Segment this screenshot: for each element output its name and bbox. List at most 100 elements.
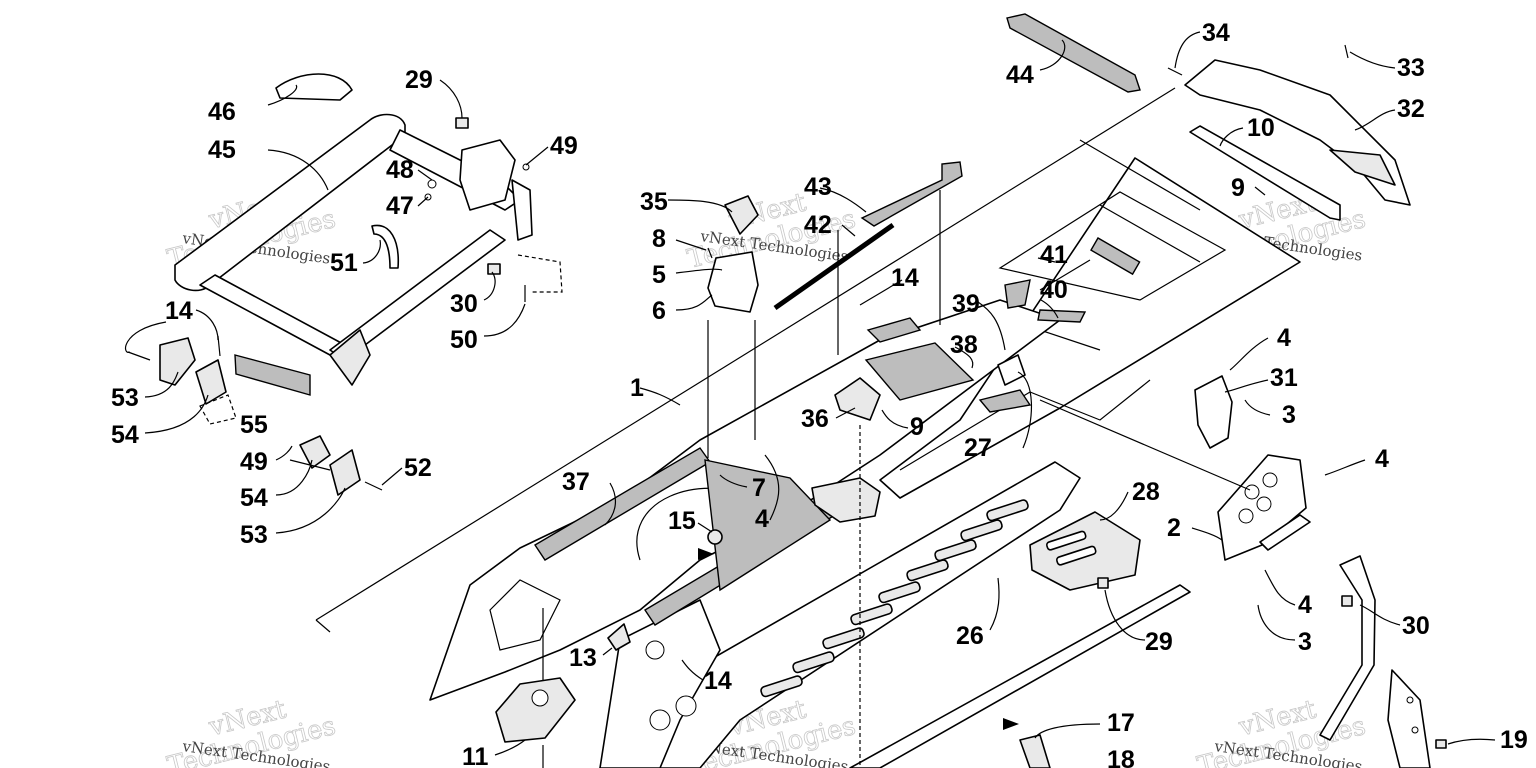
bracket-53-lower <box>329 449 361 496</box>
grab-handle-30 <box>1319 555 1376 741</box>
foam-panel <box>704 459 832 592</box>
callout-3: 3 <box>1298 628 1312 656</box>
callout-41: 41 <box>1040 241 1068 269</box>
bolt-34 <box>1167 67 1183 76</box>
callout-9: 9 <box>910 413 924 441</box>
callout-18: 18 <box>1107 746 1135 768</box>
bolt-14-left <box>127 351 151 361</box>
callout-29: 29 <box>405 66 433 94</box>
callout-6: 6 <box>652 297 666 325</box>
slide-rail <box>849 584 1191 768</box>
callout-53: 53 <box>111 384 139 412</box>
callout-14: 14 <box>891 264 919 292</box>
mount-plate-31 <box>1194 375 1233 449</box>
callout-36: 36 <box>801 405 829 433</box>
callout-4: 4 <box>1277 324 1291 352</box>
rack-mount-tube <box>511 179 533 241</box>
callout-4: 4 <box>1298 591 1312 619</box>
foam-pad-40b <box>1037 309 1087 323</box>
leader-lines <box>124 31 1496 756</box>
bumper-bracket-10 <box>1189 125 1341 221</box>
bushing-29c <box>1097 577 1109 589</box>
bracket-ghost <box>199 394 237 425</box>
bushing-29b <box>1341 595 1353 607</box>
callout-3: 3 <box>1282 401 1296 429</box>
callout-27: 27 <box>964 434 992 462</box>
deck-pattern <box>998 191 1227 301</box>
callout-46: 46 <box>208 98 236 126</box>
cover-hole <box>531 689 549 707</box>
callout-14: 14 <box>165 297 193 325</box>
callout-30: 30 <box>450 290 478 318</box>
cap-46 <box>275 73 353 101</box>
callout-51: 51 <box>330 249 358 277</box>
chassis-hole <box>649 709 671 731</box>
callout-26: 26 <box>956 622 984 650</box>
plate-hole <box>1256 496 1272 512</box>
foam-pad-40c <box>978 389 1032 413</box>
callout-1: 1 <box>630 374 644 402</box>
foam-pad-40a <box>1004 279 1031 309</box>
assembly-boundary-line <box>315 87 1176 621</box>
bracket-54-lower <box>299 435 331 469</box>
chassis-hole <box>675 695 697 717</box>
bracket-hole <box>1406 696 1414 704</box>
insert-slot <box>1055 545 1097 566</box>
fastener-19 <box>1435 739 1447 749</box>
callout-45: 45 <box>208 136 236 164</box>
bracket-36 <box>834 377 881 421</box>
callout-48: 48 <box>386 156 414 184</box>
callout-44: 44 <box>1006 61 1034 89</box>
bracket-53-upper <box>159 337 196 386</box>
bracket-hole <box>1411 726 1419 734</box>
foam-strip-44 <box>1006 13 1141 93</box>
bracket-13 <box>607 623 631 651</box>
callout-35: 35 <box>640 188 668 216</box>
rack-front-rail <box>199 274 346 356</box>
callout-38: 38 <box>950 331 978 359</box>
foam-block-55 <box>234 354 311 396</box>
callout-37: 37 <box>562 468 590 496</box>
assembly-boundary-tick <box>315 619 331 633</box>
holder-6 <box>707 251 759 313</box>
arrow-marker <box>698 548 714 560</box>
cover-11 <box>495 677 576 743</box>
callout-5: 5 <box>652 261 666 289</box>
assembly-axis <box>1039 399 1251 491</box>
callout-15: 15 <box>668 507 696 535</box>
bolt-33 <box>1344 44 1349 59</box>
callout-31: 31 <box>1270 364 1298 392</box>
callout-32: 32 <box>1397 95 1425 123</box>
callout-55: 55 <box>240 411 268 439</box>
bar-42 <box>773 222 895 311</box>
callout-53: 53 <box>240 521 268 549</box>
plate-hole <box>1262 472 1278 488</box>
insert-slot <box>1045 530 1087 551</box>
callout-8: 8 <box>652 225 666 253</box>
callout-11: 11 <box>462 743 489 768</box>
callout-42: 42 <box>804 211 832 239</box>
callout-29: 29 <box>1145 628 1173 656</box>
bolt-lower <box>289 459 331 471</box>
bumper-reflector <box>1329 149 1396 186</box>
rear-bumper <box>1184 59 1411 206</box>
callout-10: 10 <box>1247 114 1275 142</box>
callout-4: 4 <box>755 505 769 533</box>
foam-strip-43 <box>860 161 963 227</box>
deck-emblem <box>1090 237 1141 276</box>
callout-40: 40 <box>1040 276 1068 304</box>
callout-30: 30 <box>1402 612 1430 640</box>
callout-39: 39 <box>952 290 980 318</box>
callout-49: 49 <box>240 448 268 476</box>
callout-2: 2 <box>1167 514 1181 542</box>
foam-pad-39 <box>866 317 922 343</box>
plate-hole <box>1244 484 1260 500</box>
callout-43: 43 <box>804 173 832 201</box>
strap-51 <box>371 224 400 269</box>
bushing-30 <box>487 263 501 275</box>
grommet-15 <box>707 529 723 545</box>
callout-17: 17 <box>1107 709 1135 737</box>
bolt-49 <box>522 163 530 171</box>
screw-8 <box>707 247 713 259</box>
